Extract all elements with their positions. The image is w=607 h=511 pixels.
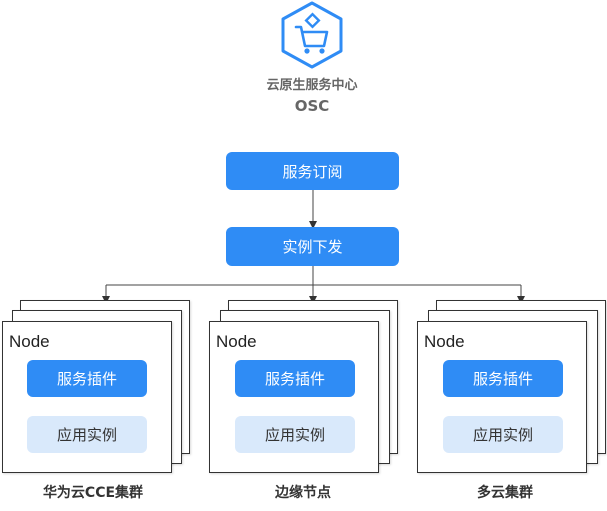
service-plugin-button[interactable]: 服务插件 (443, 360, 563, 397)
instance-deploy-step[interactable]: 实例下发 (226, 227, 399, 266)
app-instance-box: 应用实例 (27, 416, 147, 453)
service-plugin-button[interactable]: 服务插件 (27, 360, 147, 397)
service-center-subtitle: OSC (294, 97, 330, 115)
node-card: Node 服务插件 应用实例 (209, 321, 379, 473)
node-label: Node (9, 332, 50, 351)
node-label: Node (216, 332, 257, 351)
node-label: Node (424, 332, 465, 351)
cluster-name: 边缘节点 (275, 485, 331, 501)
node-card: Node 服务插件 应用实例 (2, 321, 172, 473)
osc-hexagon-icon (279, 0, 345, 70)
service-subscribe-step[interactable]: 服务订阅 (226, 152, 399, 190)
app-instance-box: 应用实例 (235, 416, 355, 453)
node-card: Node 服务插件 应用实例 (417, 321, 587, 473)
service-plugin-button[interactable]: 服务插件 (235, 360, 355, 397)
service-center-title: 云原生服务中心 (266, 78, 358, 93)
app-instance-box: 应用实例 (443, 416, 563, 453)
cluster-name: 多云集群 (477, 485, 533, 501)
cluster-name: 华为云CCE集群 (42, 485, 144, 501)
